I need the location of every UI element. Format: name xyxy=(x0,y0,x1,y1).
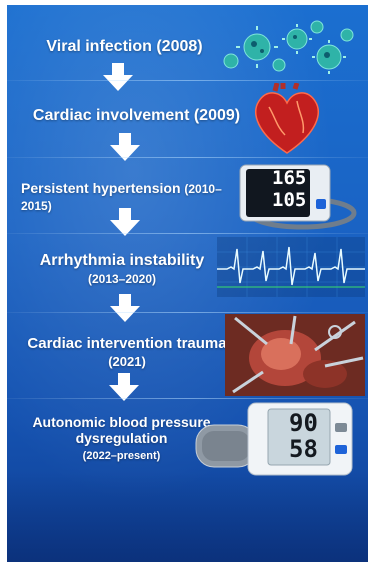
arrow-down-icon xyxy=(103,63,133,91)
step-4-title-text: Arrhythmia instability xyxy=(39,252,205,269)
divider xyxy=(7,80,368,81)
step-5-title-text: Cardiac intervention trauma xyxy=(27,335,227,352)
monitor-1-systolic: 165 xyxy=(272,167,307,189)
heart-icon xyxy=(255,83,319,154)
step-4-title: Arrhythmia instability (2013–2020) xyxy=(27,252,217,287)
divider xyxy=(7,398,368,399)
step-5-years: (2021) xyxy=(108,354,146,370)
timeline-infographic: Viral infection (2008) Cardiac involveme… xyxy=(7,5,368,562)
bottom-fade xyxy=(7,472,368,562)
divider xyxy=(7,233,368,234)
monitor-2-diastolic: 58 xyxy=(289,435,318,463)
step-6-years: (2022–present) xyxy=(82,450,161,463)
virus-icon xyxy=(223,20,354,74)
step-2-title: Cardiac involvement (2009) xyxy=(32,107,241,124)
step-3-title: Persistent hypertension (2010–2015) xyxy=(21,180,251,214)
step-6-title: Autonomic blood pressure dysregulation (… xyxy=(19,414,224,463)
arrow-down-icon xyxy=(110,133,140,161)
blood-pressure-monitor-icon: 165 105 xyxy=(232,163,357,231)
arrow-down-icon xyxy=(110,208,140,236)
monitor-2-systolic: 90 xyxy=(289,409,318,437)
blood-pressure-cuff-icon: 90 58 xyxy=(192,401,362,481)
ecg-waveform-icon xyxy=(217,237,365,297)
arrow-down-icon xyxy=(109,373,139,401)
divider xyxy=(7,312,368,313)
step-1-title: Viral infection (2008) xyxy=(46,38,203,55)
step-3-years: (2010–2015) xyxy=(21,182,222,213)
surgery-image xyxy=(225,314,365,396)
step-4-years: (2013–2020) xyxy=(87,272,157,287)
monitor-1-diastolic: 105 xyxy=(272,189,307,211)
step-6-title-text: Autonomic blood pressure dysregulation xyxy=(32,414,211,447)
divider xyxy=(7,157,368,158)
step-3-title-text: Persistent hypertension xyxy=(21,180,181,196)
step-5-title: Cardiac intervention trauma (2021) xyxy=(22,335,232,370)
arrow-down-icon xyxy=(110,294,140,322)
